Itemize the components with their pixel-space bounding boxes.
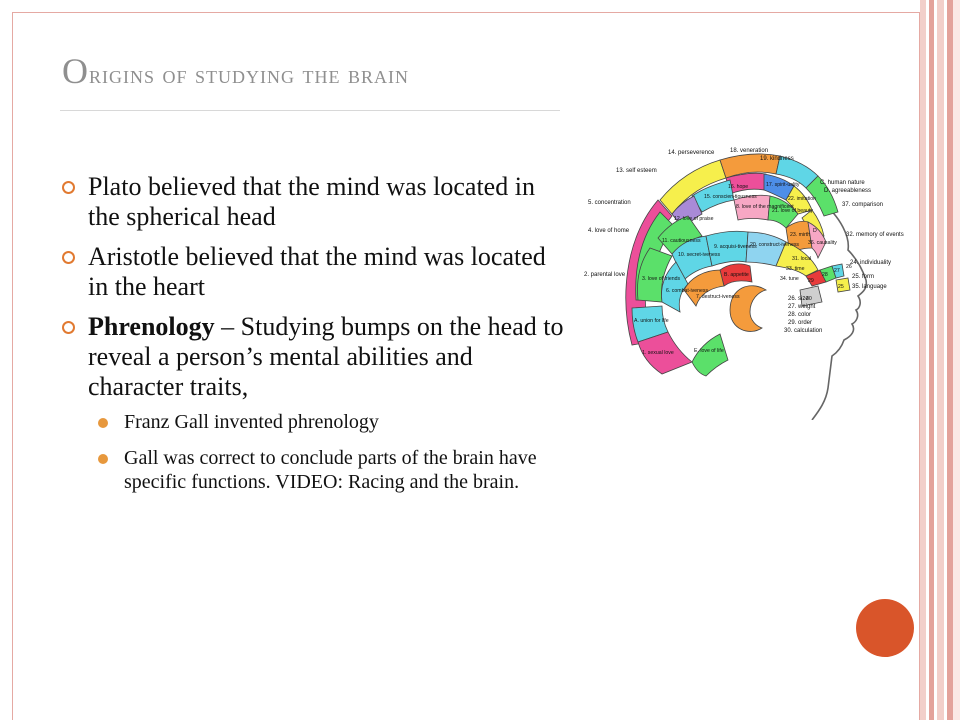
- label-35: 35. language: [852, 284, 887, 290]
- label-36: 36. causality: [808, 240, 837, 246]
- label-17: 17. spirit-uality: [766, 182, 800, 188]
- phrenology-head-image: 16. hope 15. conscien-tiousness 17. spir…: [584, 148, 904, 420]
- label-C: C. human nature: [820, 180, 865, 186]
- label-31: 31. local: [792, 256, 811, 262]
- label-15: 15. conscien-tiousness: [704, 194, 757, 200]
- decorative-stripes: [920, 0, 960, 720]
- region-brow-30: [799, 285, 823, 307]
- label-21: 21. love of beauty: [772, 208, 813, 214]
- label-10: 10. secret-iveness: [678, 252, 721, 258]
- label-num-26: 26: [846, 264, 852, 270]
- label-23: 23. mirth: [790, 232, 810, 238]
- bullet-text: – Studying bumps on the head to reveal a…: [88, 312, 564, 401]
- label-4: 4. love of home: [588, 228, 630, 234]
- label-22: 22. imitation: [788, 196, 816, 202]
- head-outline: [811, 199, 868, 420]
- label-2: 2. parental love: [584, 272, 626, 278]
- label-34: 34. tune: [780, 276, 799, 282]
- label-30: 30. calculation: [784, 328, 822, 334]
- slide-frame: [12, 12, 920, 720]
- phrenology-term: Phrenology: [88, 312, 215, 341]
- region-brow-25: [835, 277, 851, 293]
- region-brow-27: [831, 263, 845, 279]
- region-19: [805, 175, 839, 217]
- label-E: E. love of life: [694, 348, 724, 354]
- label-6: 6. combat-iveness: [666, 288, 709, 294]
- sub-bullet-gall-invented: Franz Gall invented phrenology: [98, 410, 572, 434]
- bullet-phrenology: Phrenology – Studying bumps on the head …: [62, 312, 572, 402]
- label-20: 20. construct-iveness: [750, 242, 799, 248]
- sub-bullet-list: Franz Gall invented phrenology Gall was …: [62, 410, 572, 494]
- ring-bullet-icon: [62, 321, 75, 334]
- region-36: [807, 221, 827, 260]
- label-32: 32. memory of events: [846, 232, 904, 238]
- label-11: 11. cautiousness: [662, 238, 701, 244]
- bullet-aristotle: Aristotle believed that the mind was loc…: [62, 242, 572, 302]
- label-num-27: 27: [834, 268, 840, 274]
- label-18: 18. veneration: [730, 148, 768, 154]
- label-19: 19. kindness: [760, 156, 794, 162]
- label-num-25: 25: [838, 284, 844, 290]
- label-25: 25. form: [852, 274, 874, 280]
- label-D-agree: D. agreeableness: [824, 188, 871, 194]
- bullet-plato: Plato believed that the mind was located…: [62, 172, 572, 232]
- label-27: 27. weight: [788, 304, 816, 310]
- dot-bullet-icon: [98, 454, 108, 464]
- sub-bullet-gall-correct: Gall was correct to conclude parts of th…: [98, 446, 572, 494]
- ring-bullet-icon: [62, 251, 75, 264]
- label-8: 8. love of the magnificent: [736, 204, 794, 210]
- label-num-29: 29: [808, 278, 814, 284]
- label-24: 24. individuality: [850, 260, 891, 266]
- label-num-28: 28: [822, 272, 828, 278]
- label-7: 7. destruct-iveness: [696, 294, 740, 300]
- dot-bullet-icon: [98, 418, 108, 428]
- label-B: B. appetite: [724, 272, 749, 278]
- label-16: 16. hope: [728, 184, 748, 190]
- label-26: 26. size: [788, 296, 809, 302]
- bullet-text: Aristotle believed that the mind was loc…: [88, 242, 546, 301]
- label-12: 12. love of praise: [674, 216, 714, 222]
- label-14: 14. perseverence: [668, 150, 715, 156]
- slide-content: Plato believed that the mind was located…: [62, 172, 572, 506]
- label-33: 33. time: [786, 266, 805, 272]
- decorative-orange-circle: [856, 599, 914, 657]
- label-num-30: 30: [806, 296, 812, 302]
- label-9: 9. acquisi-tiveness: [714, 244, 757, 250]
- label-37: 37. comparison: [842, 202, 883, 208]
- label-13: 13. self esteem: [616, 168, 657, 174]
- label-5: 5. concentration: [588, 200, 631, 206]
- label-28: 28. color: [788, 312, 811, 318]
- ear: [729, 285, 768, 332]
- label-1: 1. sexual love: [642, 350, 674, 356]
- title-rest: rigins of studying the brain: [89, 60, 410, 89]
- title-rule: [60, 110, 560, 111]
- label-D: D: [813, 228, 817, 234]
- region-B: [719, 263, 753, 287]
- label-29: 29. order: [788, 320, 812, 326]
- region-7: [683, 269, 725, 307]
- slide-title: Origins of studying the brain: [62, 51, 410, 91]
- ring-bullet-icon: [62, 181, 75, 194]
- bullet-text: Plato believed that the mind was located…: [88, 172, 535, 231]
- region-E: [691, 333, 729, 377]
- label-A: A. union for life: [634, 318, 669, 324]
- label-3: 3. love of friends: [642, 276, 680, 282]
